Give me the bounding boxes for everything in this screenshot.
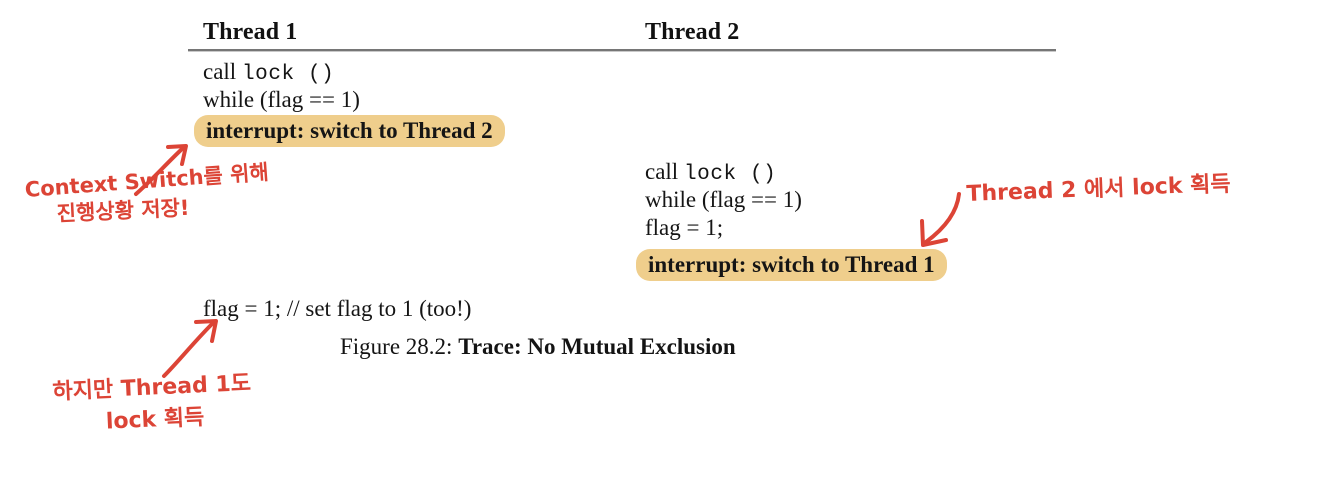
thread1-code-line-2: while (flag == 1) [203, 87, 360, 112]
arrow-down-left-icon [920, 192, 961, 247]
thread2-interrupt-highlight: interrupt: switch to Thread 1 [636, 249, 947, 281]
caption-prefix: Figure 28.2: [340, 334, 459, 359]
thread1-code-line-3: flag = 1; // set flag to 1 (too!) [203, 296, 472, 321]
thread2-code-line-1: call lock () [645, 160, 776, 185]
column-header-thread-1: Thread 1 [203, 19, 298, 45]
thread1-interrupt-highlight: interrupt: switch to Thread 2 [194, 115, 505, 147]
figure-caption: Figure 28.2: Trace: No Mutual Exclusion [340, 335, 736, 358]
thread2-code-line-3: flag = 1; [645, 215, 724, 240]
thread2-line1-prefix: call [645, 159, 684, 184]
thread1-line1-mono: lock () [241, 63, 335, 86]
annotation-right: Thread 2 에서 lock 획득 [966, 172, 1231, 208]
column-header-thread-2: Thread 2 [645, 19, 740, 45]
thread2-code-line-2: while (flag == 1) [645, 187, 802, 212]
thread1-code-line-1: call lock () [203, 60, 334, 85]
annotation-bottom-line-1: 하지만 Thread 1도 [52, 370, 252, 405]
thread2-line1-mono: lock () [683, 163, 777, 186]
annotation-bottom-line-2: lock 획득 [105, 405, 205, 435]
caption-title: Trace: No Mutual Exclusion [458, 334, 736, 359]
thread1-line1-prefix: call [203, 59, 242, 84]
annotation-left: Context Switch를 위해 진행상황 저장! [24, 160, 272, 231]
annotation-right-line-1: Thread 2 에서 lock 획득 [966, 171, 1232, 207]
annotation-bottom: 하지만 Thread 1도 lock 획득 [52, 371, 253, 438]
header-divider-rule [188, 49, 1056, 51]
